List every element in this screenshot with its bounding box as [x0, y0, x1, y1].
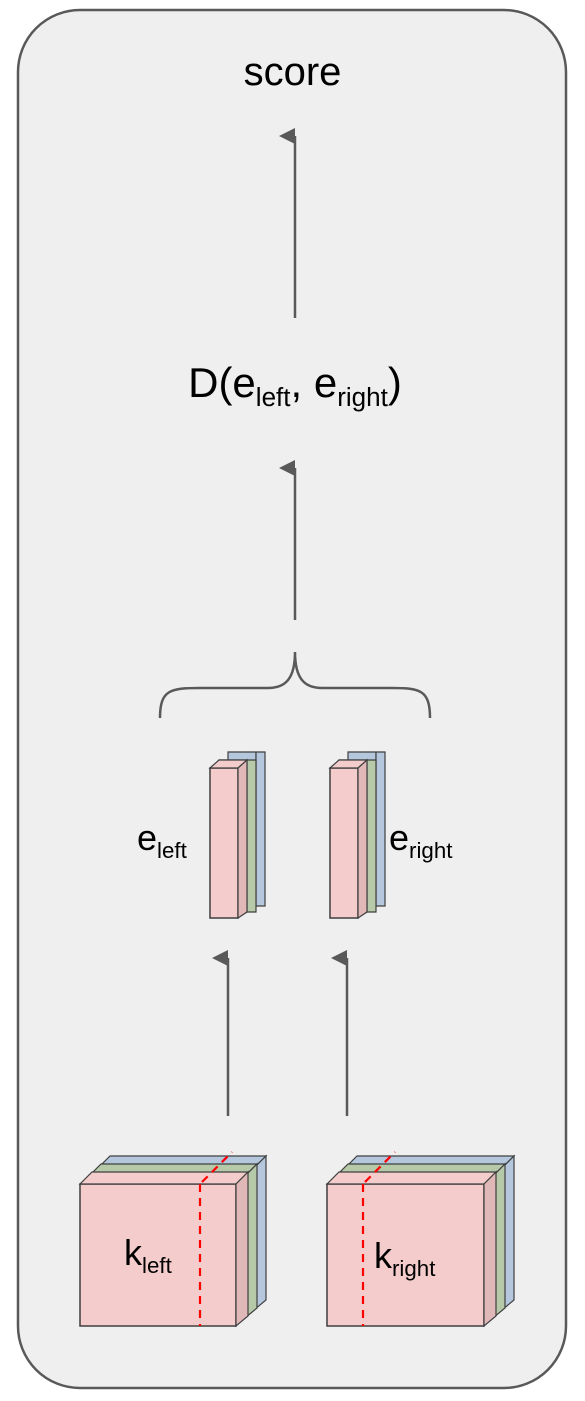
e-left-sub: left	[157, 837, 187, 863]
k-right-label: kright	[374, 1235, 435, 1280]
e-right-label: eright	[389, 817, 452, 862]
k-left-label: kleft	[124, 1232, 172, 1277]
k-left-base: k	[124, 1232, 142, 1273]
embedding-right	[328, 751, 386, 920]
e-right-sub: right	[409, 837, 453, 863]
score-text: score	[243, 50, 342, 94]
k-right-base: k	[374, 1235, 392, 1276]
formula-sub-right: right	[337, 382, 388, 413]
e-left-label: eleft	[137, 817, 187, 862]
distance-formula-label: D(eleft, eright)	[0, 359, 585, 411]
formula-suffix: )	[387, 359, 402, 406]
kernel-left	[78, 1151, 268, 1328]
embeddings-brace	[158, 651, 432, 719]
model-panel	[16, 8, 568, 1390]
formula-mid: , e	[290, 359, 338, 406]
e-right-base: e	[389, 817, 410, 858]
formula-sub-left: left	[255, 382, 291, 413]
formula-prefix: D(e	[188, 359, 256, 406]
embedding-left	[208, 751, 266, 920]
kernel-right	[325, 1151, 516, 1328]
k-right-sub: right	[392, 1255, 436, 1281]
score-label: score	[0, 52, 585, 92]
e-left-base: e	[137, 817, 158, 858]
k-left-sub: left	[142, 1252, 172, 1278]
